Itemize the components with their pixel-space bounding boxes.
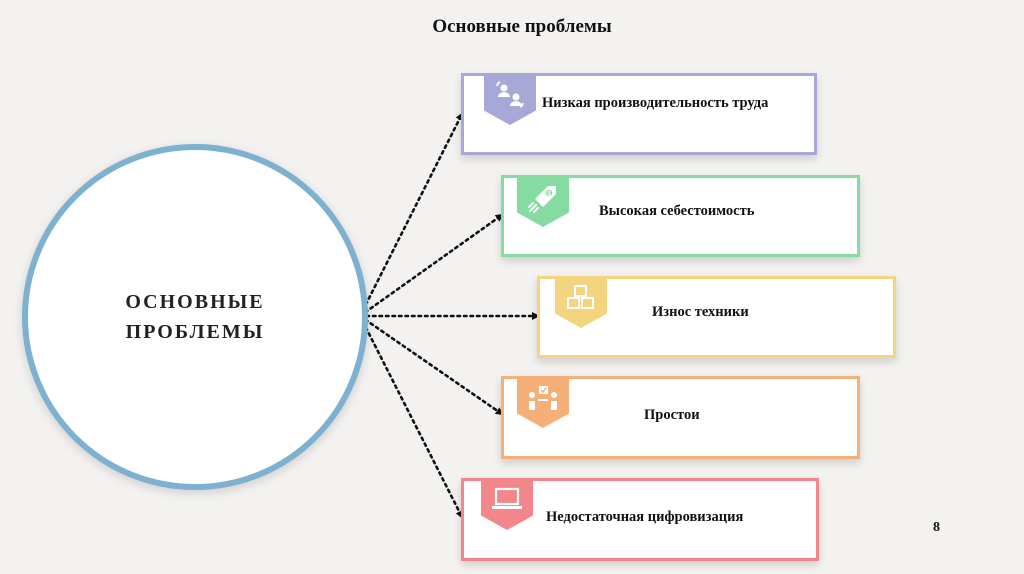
slide-title: Основные проблемы bbox=[432, 16, 612, 37]
problem-card-downtime: Простои bbox=[501, 376, 860, 459]
problem-label: Простои bbox=[644, 407, 700, 423]
arrow-4 bbox=[358, 314, 504, 416]
svg-text:$: $ bbox=[547, 191, 551, 198]
problem-card-high-cost: $ Высокая себестоимость bbox=[501, 175, 860, 257]
arrow-1 bbox=[358, 112, 464, 318]
problem-label: Низкая производительность труда bbox=[542, 95, 769, 111]
center-label: ОСНОВНЫЕ ПРОБЛЕМЫ bbox=[125, 291, 265, 343]
arrow-2 bbox=[358, 213, 504, 318]
laptop-icon bbox=[481, 478, 533, 530]
people-exchange-icon bbox=[484, 73, 536, 125]
rocket-dollar-icon: $ bbox=[517, 175, 569, 227]
problem-card-digitalization: Недостаточная цифровизация bbox=[461, 478, 819, 561]
center-circle: ОСНОВНЫЕ ПРОБЛЕМЫ bbox=[22, 144, 368, 490]
problem-label: Высокая себестоимость bbox=[599, 203, 755, 219]
arrow-5 bbox=[358, 314, 464, 519]
boxes-icon bbox=[555, 276, 607, 328]
problem-card-low-productivity: Низкая производительность труда bbox=[461, 73, 817, 155]
problem-label: Недостаточная цифровизация bbox=[546, 509, 744, 525]
team-meeting-icon bbox=[517, 376, 569, 428]
page-number: 8 bbox=[933, 520, 940, 535]
problem-label: Износ техники bbox=[652, 304, 749, 320]
problem-card-equipment-wear: Износ техники bbox=[537, 276, 896, 358]
